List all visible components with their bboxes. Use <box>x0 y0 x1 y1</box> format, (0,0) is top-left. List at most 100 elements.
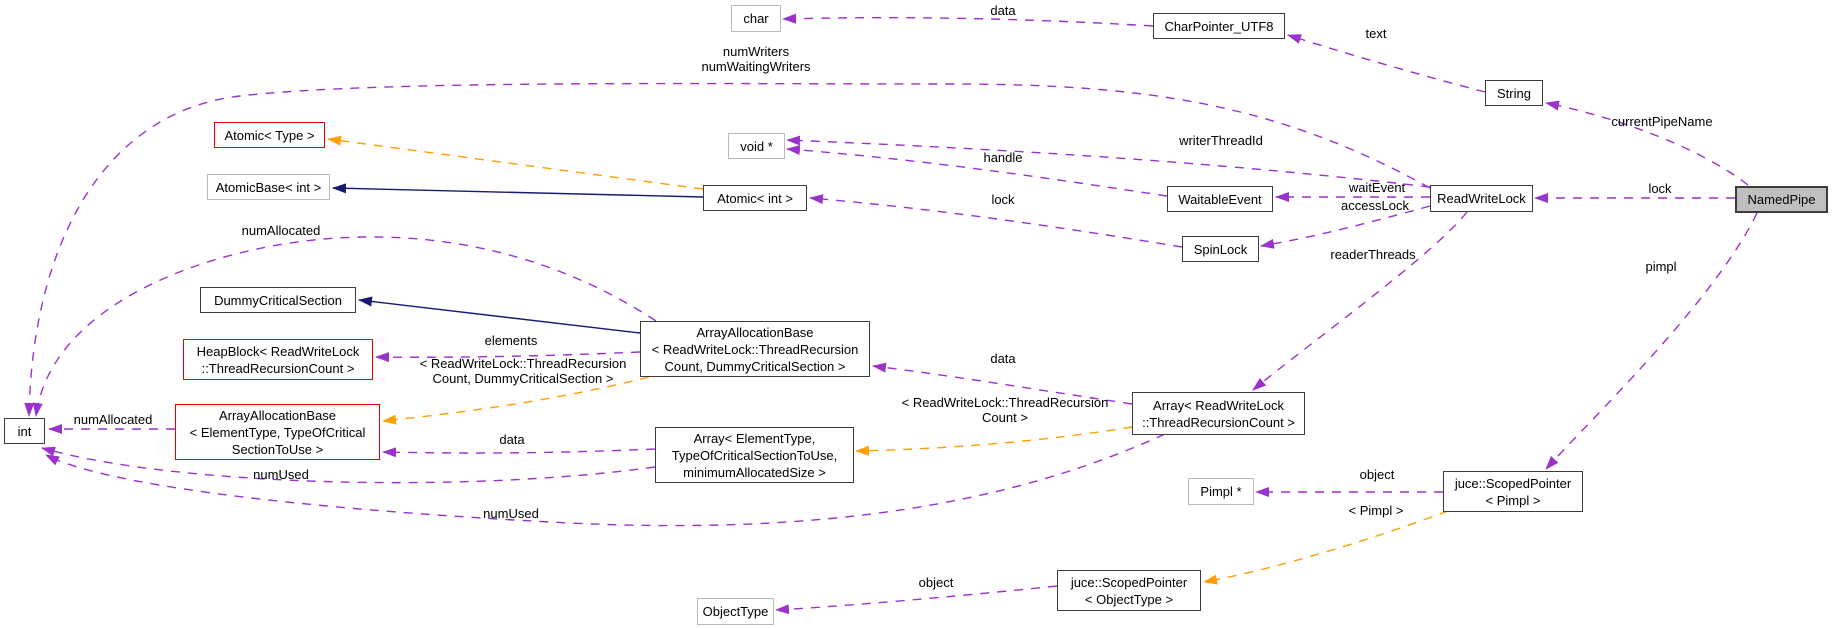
node-label: Pimpl * <box>1200 484 1242 499</box>
node-atomic-int[interactable]: Atomic< int > <box>703 185 807 211</box>
edge-label-line: numWaitingWriters <box>701 59 811 74</box>
node-int[interactable]: int <box>4 418 45 444</box>
node-label: ReadWriteLock <box>1437 191 1526 206</box>
edge-numwriters-to-int <box>24 82 1431 417</box>
edge-label-currentpipename: currentPipeName <box>1611 114 1713 129</box>
node-dummycriticalsection[interactable]: DummyCriticalSection <box>200 287 356 313</box>
node-label: juce::ScopedPointer <box>1070 574 1188 590</box>
node-label: HeapBlock< ReadWriteLock <box>196 343 360 359</box>
node-label: Count, DummyCriticalSection > <box>664 358 846 374</box>
node-namedpipe: NamedPipe <box>1735 186 1828 213</box>
node-scopedpointer-objecttype[interactable]: juce::ScopedPointer < ObjectType > <box>1057 570 1201 611</box>
edge-label-pimpl: pimpl <box>1645 259 1677 274</box>
edge-template-scopedpointer <box>1203 510 1449 585</box>
edge-template-atomic <box>327 135 704 190</box>
edge-numused-rwl-to-int <box>45 433 1166 527</box>
node-pimpl-ptr: Pimpl * <box>1188 478 1254 505</box>
node-charpointer-utf8[interactable]: CharPointer_UTF8 <box>1153 13 1285 39</box>
edge-label-lock-spin: lock <box>991 192 1015 207</box>
node-label: Array< ReadWriteLock <box>1153 397 1284 413</box>
edge-label-numallocated-rwl: numAllocated <box>241 223 321 238</box>
node-string[interactable]: String <box>1485 80 1543 106</box>
edge-currentpipename-to-string <box>1545 100 1749 186</box>
edge-label-data-char: data <box>990 3 1016 18</box>
node-arrayallocationbase-rwl[interactable]: ArrayAllocationBase < ReadWriteLock::Thr… <box>640 321 870 377</box>
node-char: char <box>731 5 781 32</box>
node-label: Atomic< Type > <box>224 127 315 143</box>
node-array-threadrecursioncount[interactable]: Array< ReadWriteLock ::ThreadRecursionCo… <box>1132 392 1305 435</box>
node-label: SpinLock <box>1193 241 1248 257</box>
node-label: CharPointer_UTF8 <box>1164 18 1274 34</box>
edge-label-data-rwl: data <box>990 351 1016 366</box>
edge-label-template-aab: < ReadWriteLock::ThreadRecursion Count, … <box>420 356 627 386</box>
node-label: Atomic< int > <box>717 190 793 206</box>
edge-object-to-objecttype <box>775 585 1058 615</box>
node-label: ArrayAllocationBase <box>696 324 814 340</box>
node-label: TypeOfCriticalSectionToUse, <box>671 447 838 463</box>
edge-label-handle: handle <box>983 150 1023 165</box>
node-void-ptr: void * <box>728 133 785 159</box>
edge-label-numused-rwl: numUsed <box>483 506 539 521</box>
node-array-generic[interactable]: Array< ElementType, TypeOfCriticalSectio… <box>655 427 854 483</box>
edge-numused-generic-to-int <box>41 446 656 484</box>
edge-data-to-char <box>782 13 1154 27</box>
edge-label-line: < ReadWriteLock::ThreadRecursion <box>901 395 1109 410</box>
edge-label-accesslock: accessLock <box>1341 198 1409 213</box>
node-label: int <box>17 423 32 439</box>
edge-label-object-pimpl: object <box>1359 467 1395 482</box>
node-label: < ReadWriteLock::ThreadRecursion <box>651 341 859 357</box>
edge-label-numallocated-generic: numAllocated <box>73 412 153 427</box>
edge-label-lock-pipe: lock <box>1648 181 1672 196</box>
node-label: ObjectType <box>702 604 769 619</box>
edge-template-aab <box>382 376 650 425</box>
edge-accesslock-to-spinlock <box>1260 205 1431 249</box>
edge-label-line: Count, DummyCriticalSection > <box>432 371 614 386</box>
node-label: juce::ScopedPointer <box>1454 475 1572 491</box>
node-label: Array< ElementType, <box>693 430 816 446</box>
edge-inherit-dummycriticalsection <box>358 296 641 334</box>
node-label: ::ThreadRecursionCount > <box>201 360 355 376</box>
node-label: SectionToUse > <box>231 441 324 457</box>
node-label: NamedPipe <box>1747 192 1816 207</box>
edge-label-elements: elements <box>484 333 538 348</box>
node-label: void * <box>740 138 773 154</box>
node-objecttype: ObjectType <box>697 598 774 625</box>
node-label: < Pimpl > <box>1485 492 1541 508</box>
edge-readerthreads-to-array <box>1252 211 1468 391</box>
edge-numallocated-rwl-to-int <box>32 236 657 417</box>
edge-label-readerthreads: readerThreads <box>1330 247 1416 262</box>
node-label: AtomicBase< int > <box>215 179 322 195</box>
node-label: WaitableEvent <box>1178 191 1262 207</box>
edge-pimpl-to-scopedpointer <box>1545 212 1758 470</box>
node-spinlock[interactable]: SpinLock <box>1182 236 1259 262</box>
node-arrayallocationbase-generic[interactable]: ArrayAllocationBase < ElementType, TypeO… <box>175 404 380 460</box>
node-label: DummyCriticalSection <box>214 292 342 308</box>
edge-data-to-aab-generic <box>382 447 656 458</box>
edge-handle-to-voidptr <box>786 145 1168 197</box>
node-label: < ElementType, TypeOfCritical <box>189 424 366 440</box>
edge-template-array <box>855 426 1133 456</box>
node-label: < ObjectType > <box>1084 591 1174 607</box>
edge-label-line: numWriters <box>722 44 790 59</box>
node-label: ::ThreadRecursionCount > <box>1142 414 1295 430</box>
node-waitableevent[interactable]: WaitableEvent <box>1167 186 1273 212</box>
edge-label-data-generic: data <box>499 432 525 447</box>
node-readwritelock[interactable]: ReadWriteLock <box>1430 185 1533 212</box>
node-label: minimumAllocatedSize > <box>683 464 826 480</box>
edge-data-to-aab-rwl <box>872 362 1133 405</box>
node-scopedpointer-pimpl[interactable]: juce::ScopedPointer < Pimpl > <box>1443 471 1583 512</box>
node-atomicbase-int: AtomicBase< int > <box>207 174 330 200</box>
edge-label-object-objecttype: object <box>918 575 954 590</box>
node-label: ArrayAllocationBase <box>218 407 337 423</box>
edge-text-to-charpointer <box>1287 34 1486 93</box>
edge-label-waitevent: waitEvent <box>1348 180 1406 195</box>
node-atomic-type[interactable]: Atomic< Type > <box>214 122 325 148</box>
edge-label-numwriters: numWriters numWaitingWriters <box>701 44 810 74</box>
edge-elements-to-heapblock <box>375 351 641 363</box>
edge-label-numused-generic: numUsed <box>253 467 309 482</box>
node-heapblock-threadrecursioncount[interactable]: HeapBlock< ReadWriteLock ::ThreadRecursi… <box>183 339 373 380</box>
edge-label-template-pimpl: < Pimpl > <box>1348 503 1404 518</box>
edge-label-text: text <box>1365 26 1387 41</box>
